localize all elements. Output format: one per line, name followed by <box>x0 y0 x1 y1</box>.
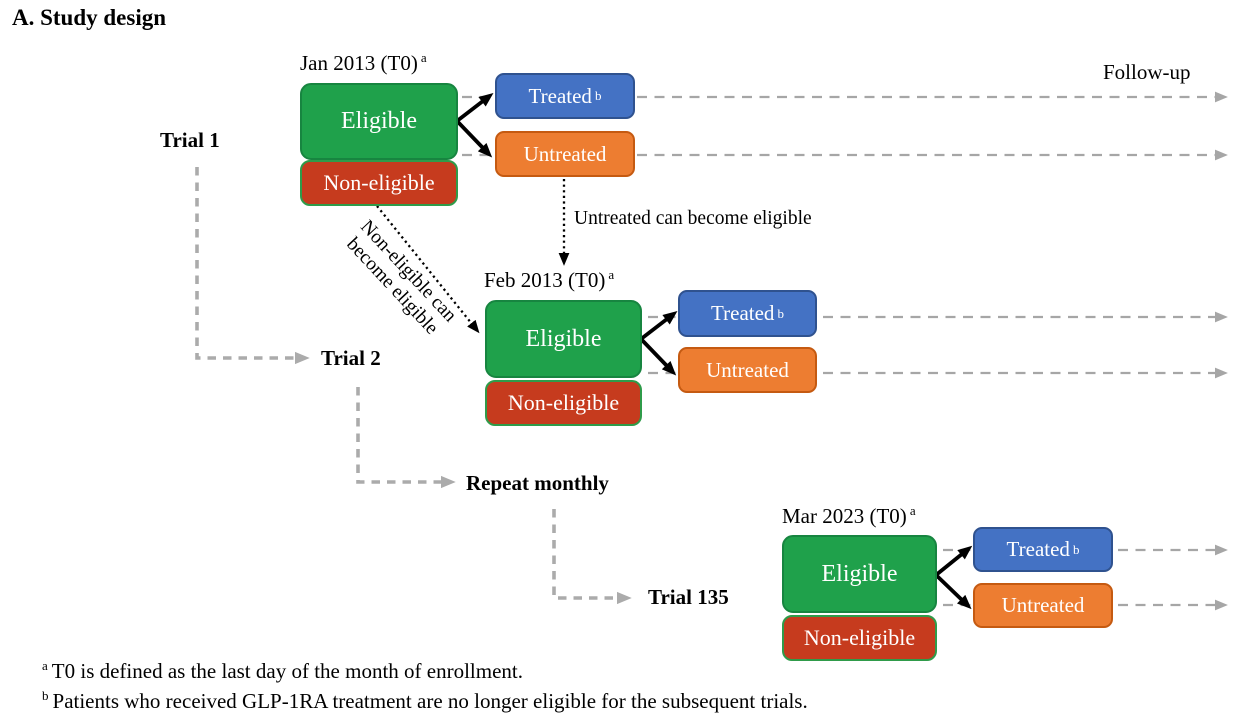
arrow-trial1-eligible-untreated <box>455 119 493 158</box>
trial-135-date-text: Mar 2023 (T0) <box>782 504 907 528</box>
arrow-trial1-eligible-treated <box>455 92 494 123</box>
trial-2-date-text: Feb 2013 (T0) <box>484 268 606 292</box>
arrow-trial135-eligible-treated <box>934 545 973 577</box>
trial-2-noneligible-box: Non-eligible <box>485 380 642 426</box>
connector-trial2-to-repeat <box>356 387 456 489</box>
trial-2-treated-text: Treated <box>711 301 775 325</box>
footnote-b-marker: b <box>42 688 49 703</box>
arrow-trial2-eligible-untreated <box>639 337 677 376</box>
trial-135-date-sup: a <box>909 503 916 518</box>
trial-2-date-label: Feb 2013 (T0)a <box>484 268 614 293</box>
trial-1-treated-text: Treated <box>528 83 592 108</box>
assignment-arrows <box>455 92 973 610</box>
trial-1-date-label: Jan 2013 (T0)a <box>300 51 427 76</box>
footnote-a-text: T0 is defined as the last day of the mon… <box>51 659 523 683</box>
trial-2-untreated-text: Untreated <box>706 357 789 382</box>
untreated-note: Untreated can become eligible <box>574 208 812 229</box>
followup-label: Follow-up <box>1103 60 1191 84</box>
trial-135-date-label: Mar 2023 (T0)a <box>782 504 916 529</box>
trial-1-noneligible-text: Non-eligible <box>323 170 435 195</box>
trial-1-noneligible-box: Non-eligible <box>300 160 458 206</box>
trial-1-untreated-box: Untreated <box>495 131 635 177</box>
trial-1-label: Trial 1 <box>160 128 220 152</box>
repeat-monthly-label: Repeat monthly <box>466 471 609 495</box>
arrow-trial135-eligible-untreated <box>934 573 972 610</box>
trial-135-untreated-box: Untreated <box>973 583 1113 628</box>
become-eligible-arrows <box>376 179 570 334</box>
trial-1-eligible-box: Eligible <box>300 83 458 160</box>
trial-1-untreated-text: Untreated <box>523 141 607 166</box>
trial-1-date-text: Jan 2013 (T0) <box>300 51 418 75</box>
trial-135-noneligible-text: Non-eligible <box>803 625 916 650</box>
trial-2-eligible-text: Eligible <box>525 325 602 352</box>
trial-135-eligible-text: Eligible <box>821 560 898 587</box>
trial-2-date-sup: a <box>608 267 615 282</box>
trial-2-eligible-box: Eligible <box>485 300 642 378</box>
trial-sequence-connectors <box>195 167 632 605</box>
trial-135-noneligible-box: Non-eligible <box>782 615 937 661</box>
footnote-b-text: Patients who received GLP-1RA treatment … <box>52 689 808 713</box>
trial-2-untreated-box: Untreated <box>678 347 817 393</box>
trial-1-date-sup: a <box>420 50 427 65</box>
trial-1-eligible-text: Eligible <box>341 108 417 134</box>
trial-135-eligible-box: Eligible <box>782 535 937 613</box>
page-title: A. Study design <box>12 5 167 30</box>
trial-2-noneligible-text: Non-eligible <box>507 390 620 415</box>
arrow-trial2-eligible-treated <box>639 310 678 341</box>
connector-repeat-to-trial135 <box>552 509 632 605</box>
trial-2-label: Trial 2 <box>321 346 381 370</box>
trial-135-untreated-text: Untreated <box>1001 593 1085 617</box>
trial-135-label: Trial 135 <box>648 585 729 609</box>
footnote-a-marker: a <box>42 658 48 673</box>
trial-135-treated-text: Treated <box>1006 537 1070 561</box>
connector-trial1-to-trial2 <box>195 167 310 365</box>
